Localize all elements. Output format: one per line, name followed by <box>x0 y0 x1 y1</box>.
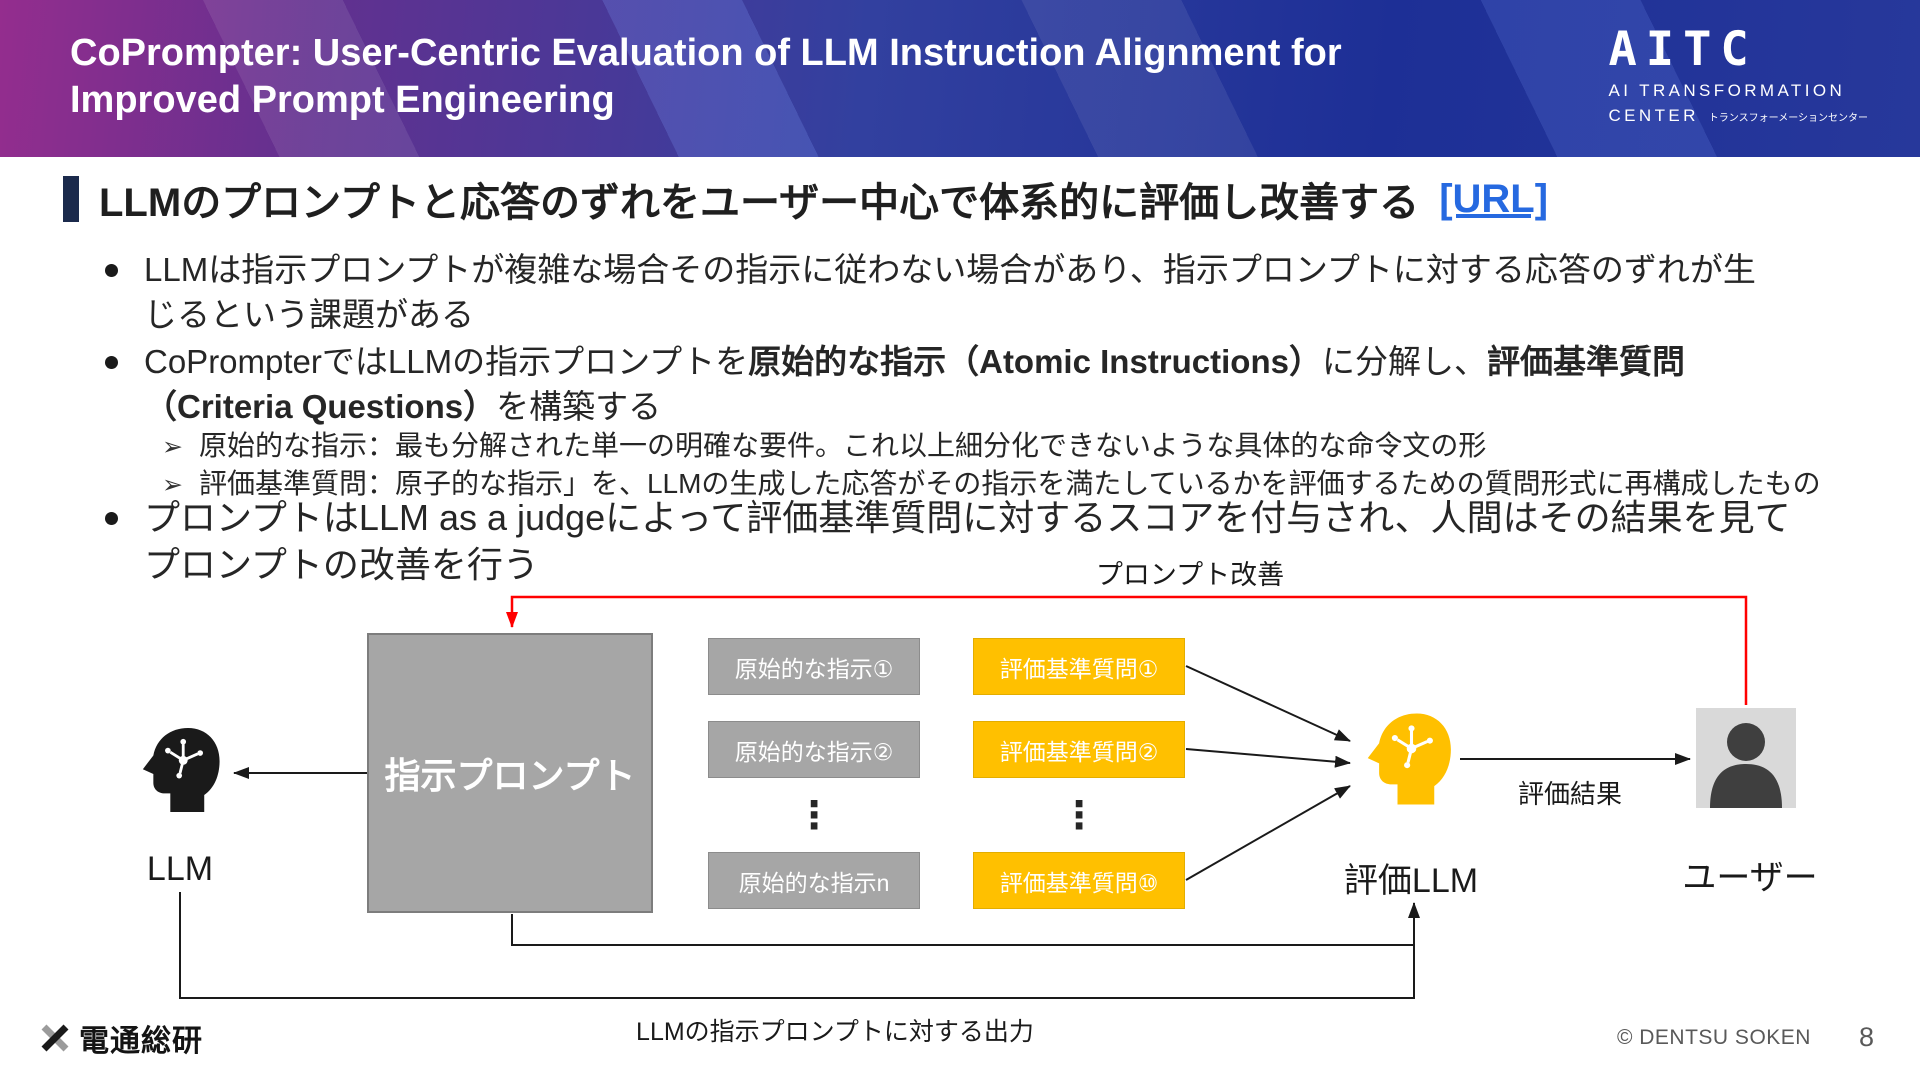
bullet-coprompter-text: CoPrompterではLLMの指示プロンプトを原始的な指示（Atomic In… <box>144 343 1685 425</box>
subbullet-criteria: ➢ 評価基準質問：原子的な指示」を、LLMの生成した応答がその指示を満たしている… <box>162 466 1842 502</box>
bullet-issue: LLMは指示プロンプトが複雑な場合その指示に従わない場合があり、指示プロンプトに… <box>105 248 1765 337</box>
subbullet-criteria-text: 評価基準質問：原子的な指示」を、LLMの生成した応答がその指示を満たしているかを… <box>198 468 1821 499</box>
slide-title-line1: CoPrompter: User-Centric Evaluation of L… <box>70 32 1342 74</box>
atomic-instruction-box-2: 原始的な指示② <box>708 721 920 778</box>
criteria-ellipsis: ⋮ <box>1060 794 1098 837</box>
atomic-ellipsis: ⋮ <box>795 794 833 837</box>
subbullet-atomic-text: 原始的な指示：最も分解された単一の明確な要件。これ以上細分化できないような具体的… <box>198 430 1487 461</box>
llm-output-label: LLMの指示プロンプトに対する出力 <box>636 1018 1034 1046</box>
bullet-issue-text: LLMは指示プロンプトが複雑な場合その指示に従わない場合があり、指示プロンプトに… <box>144 251 1756 333</box>
bullet-dot-icon <box>105 264 118 277</box>
criteria-question-box-10: 評価基準質問⑩ <box>973 852 1185 909</box>
footer-right: © DENTSU SOKEN 8 <box>1617 1022 1874 1053</box>
llm-head-icon <box>142 728 220 812</box>
slide-title-line2: Improved Prompt Engineering <box>70 79 615 122</box>
aitc-logo-center: CENTER <box>1608 106 1699 125</box>
page-number: 8 <box>1858 1022 1874 1052</box>
header-banner: CoPrompter: User-Centric Evaluation of L… <box>0 0 1920 157</box>
dentsu-x-icon <box>41 1024 69 1052</box>
slide-title: CoPrompter: User-Centric Evaluation of L… <box>70 30 1342 124</box>
atomic-instruction-box-n: 原始的な指示n <box>708 852 920 909</box>
url-link[interactable]: [URL] <box>1439 176 1549 221</box>
dentsu-soken-name: 電通総研 <box>79 1025 203 1058</box>
heading-bar <box>63 176 79 222</box>
aitc-logo-japanese: トランスフォーメーションセンター <box>1708 113 1868 124</box>
prompt-output-branch <box>511 914 1414 946</box>
section-heading: LLMのプロンプトと応答のずれをユーザー中心で体系的に評価し改善する [URL] <box>63 170 1548 228</box>
bullet-judge-text: プロンプトはLLM as a judgeによって評価基準質問に対するスコアを付与… <box>144 497 1791 585</box>
heading-text: LLMのプロンプトと応答のずれをユーザー中心で体系的に評価し改善する <box>99 181 1420 225</box>
instruction-prompt-box: 指示プロンプト <box>367 633 653 913</box>
bullet-dot-icon <box>105 512 118 525</box>
subbullet-atomic: ➢ 原始的な指示：最も分解された単一の明確な要件。これ以上細分化できないような具… <box>162 428 1842 464</box>
user-label: ユーザー <box>1682 859 1818 897</box>
arrow-bullet-icon: ➢ <box>162 433 183 461</box>
bullet-judge: プロンプトはLLM as a judgeによって評価基準質問に対するスコアを付与… <box>105 495 1805 589</box>
criteria-question-box-1: 評価基準質問① <box>973 638 1185 695</box>
llm-label: LLM <box>146 850 214 888</box>
atomic-instruction-box-1: 原始的な指示① <box>708 638 920 695</box>
user-avatar-icon <box>1696 708 1796 808</box>
criteria2-arrow <box>1185 748 1351 768</box>
aitc-logo: AITC AI TRANSFORMATION CENTER トランスフォーメーシ… <box>1609 22 1869 126</box>
dentsu-soken-logo: 電通総研 <box>40 1016 203 1060</box>
aitc-logo-line3: CENTER トランスフォーメーションセンター <box>1609 106 1869 126</box>
eval-llm-label: 評価LLM <box>1343 862 1479 900</box>
copyright-text: © DENTSU SOKEN <box>1616 1025 1811 1049</box>
eval-llm-head-icon <box>1367 713 1451 805</box>
prompt-improvement-label: プロンプト改善 <box>1095 560 1285 590</box>
criteria-question-box-2: 評価基準質問② <box>973 721 1185 778</box>
arrow-bullet-icon: ➢ <box>162 471 183 499</box>
criteria1-arrow <box>1185 665 1351 742</box>
bullet-dot-icon <box>105 356 118 369</box>
eval-result-label: 評価結果 <box>1517 779 1622 809</box>
aitc-logo-wordmark: AITC <box>1608 22 1758 77</box>
aitc-logo-line2: AI TRANSFORMATION <box>1608 81 1846 100</box>
bullet-coprompter: CoPrompterではLLMの指示プロンプトを原始的な指示（Atomic In… <box>105 340 1805 429</box>
